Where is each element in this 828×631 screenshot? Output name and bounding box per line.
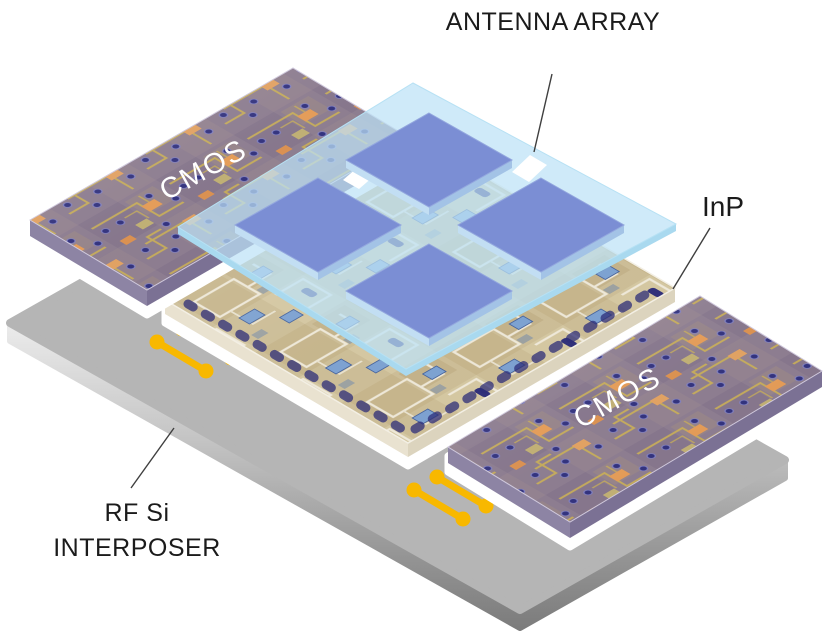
inp-edge-bumps [183, 299, 407, 434]
interposer-label-line2: INTERPOSER [53, 534, 221, 562]
leader-line-interposer [130, 427, 175, 489]
antenna-sheet-slot [512, 155, 547, 182]
cmos-right-die-sheen [448, 296, 822, 522]
cmos-left-side-left [30, 220, 147, 306]
antenna-array-label: ANTENNA ARRAY [446, 8, 660, 36]
cmos-right-side-left [448, 447, 570, 538]
leader-line-inp [672, 227, 711, 290]
inp-label: InP [702, 191, 744, 222]
inp-edge-bumps [410, 287, 655, 434]
inp-side-left [165, 300, 408, 457]
antenna-sheet-top [177, 82, 678, 370]
interposer-label-line1: RF Si [105, 499, 170, 527]
leader-line-antenna-array [533, 73, 553, 153]
cmos-left-die-sheen [30, 68, 410, 290]
cmos-right-side-front [570, 371, 822, 538]
cmos-chip-right: CMOS [444, 295, 826, 551]
inp-side-front [408, 288, 675, 457]
